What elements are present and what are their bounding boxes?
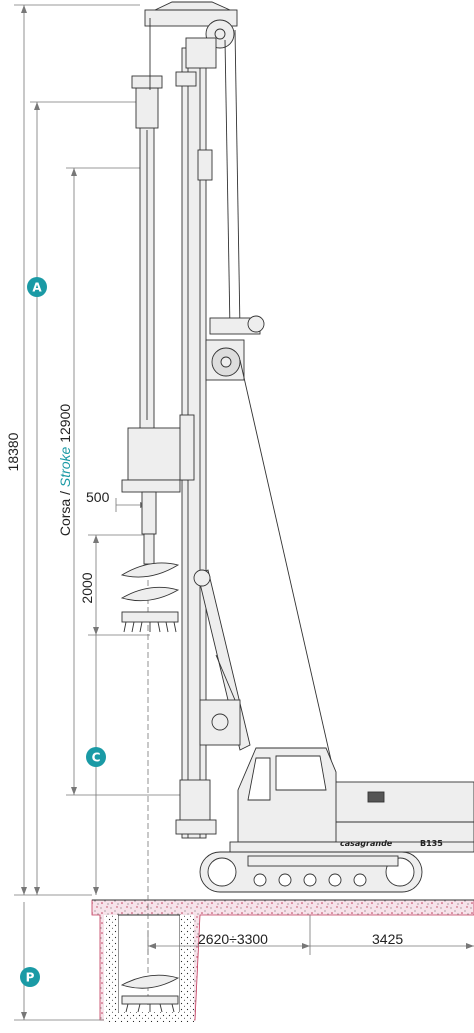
borehole-wall-left: [104, 915, 118, 1020]
stroke-value: 12900: [57, 404, 73, 447]
model-label: B135: [420, 839, 443, 848]
marker-p-label: P: [26, 971, 35, 985]
base-machine: [199, 747, 474, 893]
marker-c: C: [86, 747, 106, 767]
marker-a: A: [27, 277, 47, 297]
marker-a-label: A: [32, 281, 42, 295]
rotary-head: [127, 427, 189, 481]
backstay: [239, 359, 337, 783]
stroke-prefix: Corsa /: [57, 487, 73, 536]
tail-label: 3425: [372, 931, 403, 947]
stroke-word: Stroke: [57, 446, 73, 487]
offset-500-label: 500: [86, 489, 110, 505]
borehole-bottom: [104, 1012, 194, 1022]
reach-label: 2620÷3300: [198, 931, 268, 947]
mast: [121, 1, 265, 839]
borehole-wall-right: [180, 915, 194, 1020]
auger-tool: [120, 562, 180, 633]
mast-cylinder: [193, 569, 251, 751]
marker-p: P: [20, 967, 40, 987]
brand-label: casagrande: [340, 839, 393, 848]
marker-c-label: C: [92, 751, 101, 765]
total-height-label: 18380: [5, 432, 21, 471]
stroke-label: Corsa / Stroke 12900: [57, 404, 73, 537]
auger-tool-in-hole: [120, 974, 180, 1013]
tool-2000-label: 2000: [79, 572, 95, 603]
